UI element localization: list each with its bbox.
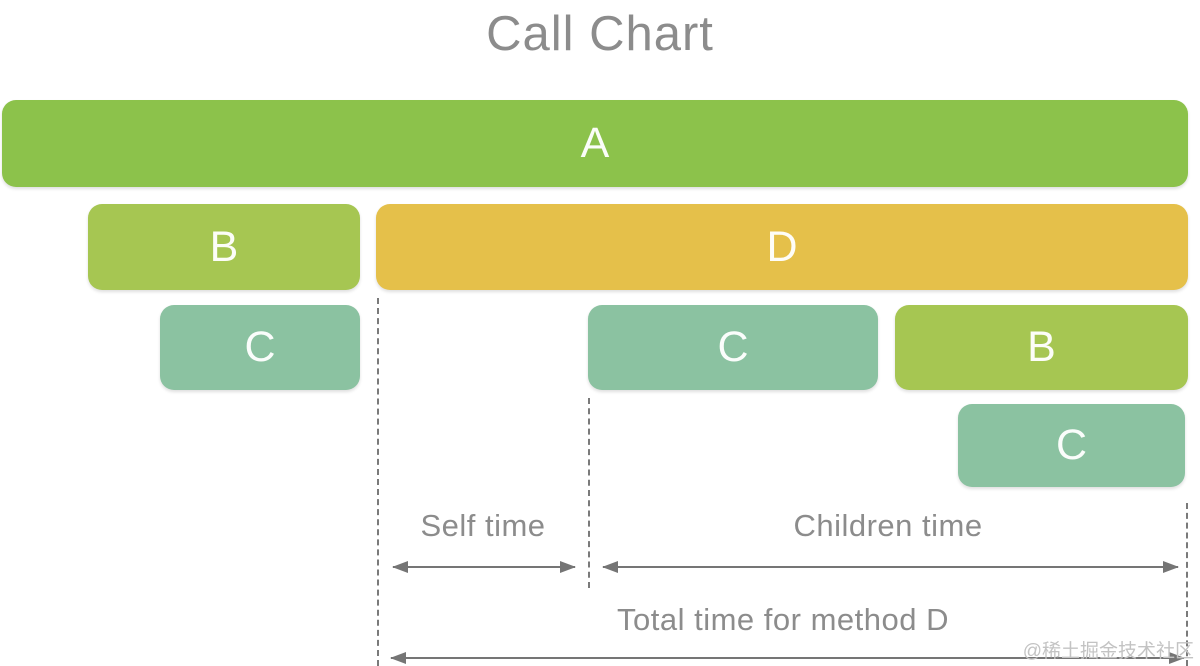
guide-line-d-end	[1186, 503, 1188, 666]
total-time-arrow	[390, 652, 1185, 664]
children-time-label: Children time	[793, 508, 983, 543]
call-bar-C: C	[958, 404, 1185, 487]
page-title: Call Chart	[486, 7, 714, 61]
call-bar-B: B	[88, 204, 360, 290]
guide-line-children-start	[588, 398, 590, 588]
call-bar-A: A	[2, 100, 1188, 187]
call-bar-C: C	[160, 305, 360, 390]
total-time-label: Total time for method D	[617, 602, 949, 637]
guide-line-d-start	[377, 298, 379, 666]
watermark: @稀土掘金技术社区	[1022, 641, 1194, 662]
self-time-label: Self time	[420, 508, 546, 543]
self-time-arrow	[392, 561, 576, 573]
call-bar-D: D	[376, 204, 1188, 290]
call-bar-B: B	[895, 305, 1188, 390]
children-time-arrow	[602, 561, 1179, 573]
call-bar-C: C	[588, 305, 878, 390]
